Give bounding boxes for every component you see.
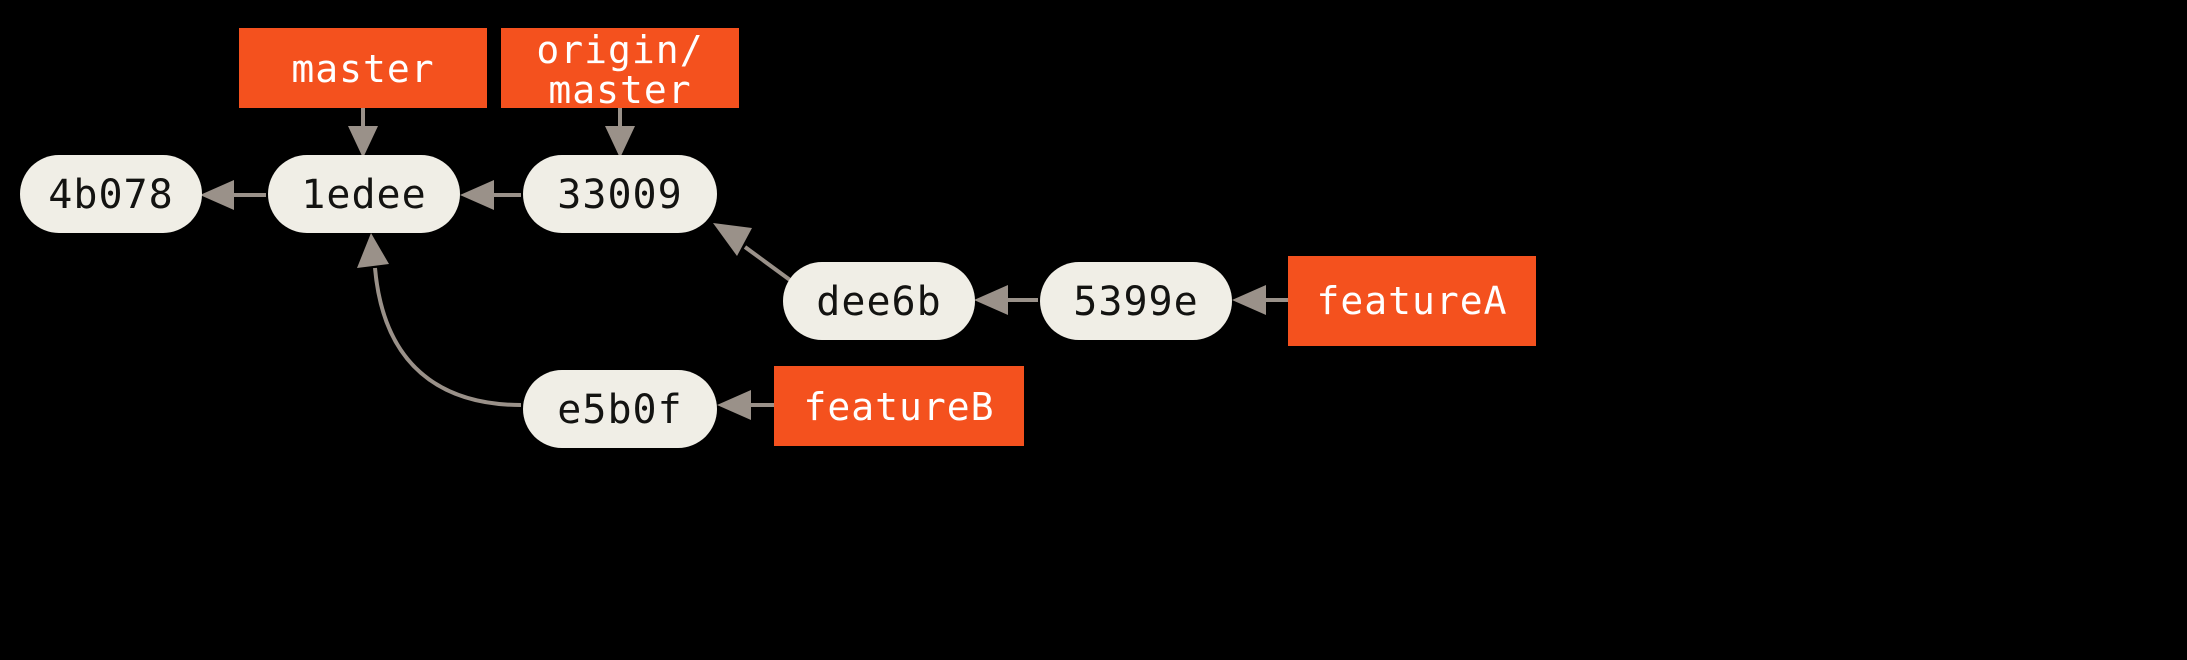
commit-node-e5b0f[interactable]: e5b0f (523, 370, 717, 448)
branch-label-featureB: featureB (803, 385, 994, 429)
edge-dee6b-to-33009 (713, 223, 792, 282)
branch-label-master: master (291, 47, 434, 91)
edge-featureB-to-e5b0f (717, 390, 774, 420)
commit-layer: 4b078 1edee 33009 dee6b 5399e e5b0f (20, 155, 1232, 448)
commit-label-1edee: 1edee (301, 172, 426, 218)
commit-node-1edee[interactable]: 1edee (268, 155, 460, 233)
edge-5399e-to-dee6b (974, 285, 1038, 315)
edge-1edee-to-4b078 (200, 180, 266, 210)
branch-box-master[interactable]: master (239, 28, 487, 108)
edge-originmaster-to-33009 (605, 108, 635, 158)
commit-node-5399e[interactable]: 5399e (1040, 262, 1232, 340)
edge-e5b0f-to-1edee (357, 233, 522, 407)
commit-label-33009: 33009 (557, 172, 682, 218)
edge-featureA-to-5399e (1232, 285, 1288, 315)
edge-layer (200, 108, 1288, 420)
branch-label-featureA: featureA (1316, 279, 1507, 323)
edge-master-to-1edee (348, 108, 378, 158)
commit-node-33009[interactable]: 33009 (523, 155, 717, 233)
commit-label-4b078: 4b078 (48, 172, 173, 218)
commit-node-4b078[interactable]: 4b078 (20, 155, 202, 233)
commit-label-5399e: 5399e (1073, 279, 1198, 325)
branch-box-origin-master[interactable]: origin/ master (501, 28, 739, 112)
branch-layer: master origin/ master featureA featureB (239, 28, 1536, 446)
edge-33009-to-1edee (460, 180, 521, 210)
branch-box-featureB[interactable]: featureB (774, 366, 1024, 446)
branch-label-origin-master-line1: origin/ (536, 28, 703, 72)
commit-label-dee6b: dee6b (816, 279, 941, 325)
commit-node-dee6b[interactable]: dee6b (783, 262, 975, 340)
branch-label-origin-master-line2: master (548, 68, 691, 112)
branch-box-featureA[interactable]: featureA (1288, 256, 1536, 346)
commit-label-e5b0f: e5b0f (557, 387, 682, 433)
